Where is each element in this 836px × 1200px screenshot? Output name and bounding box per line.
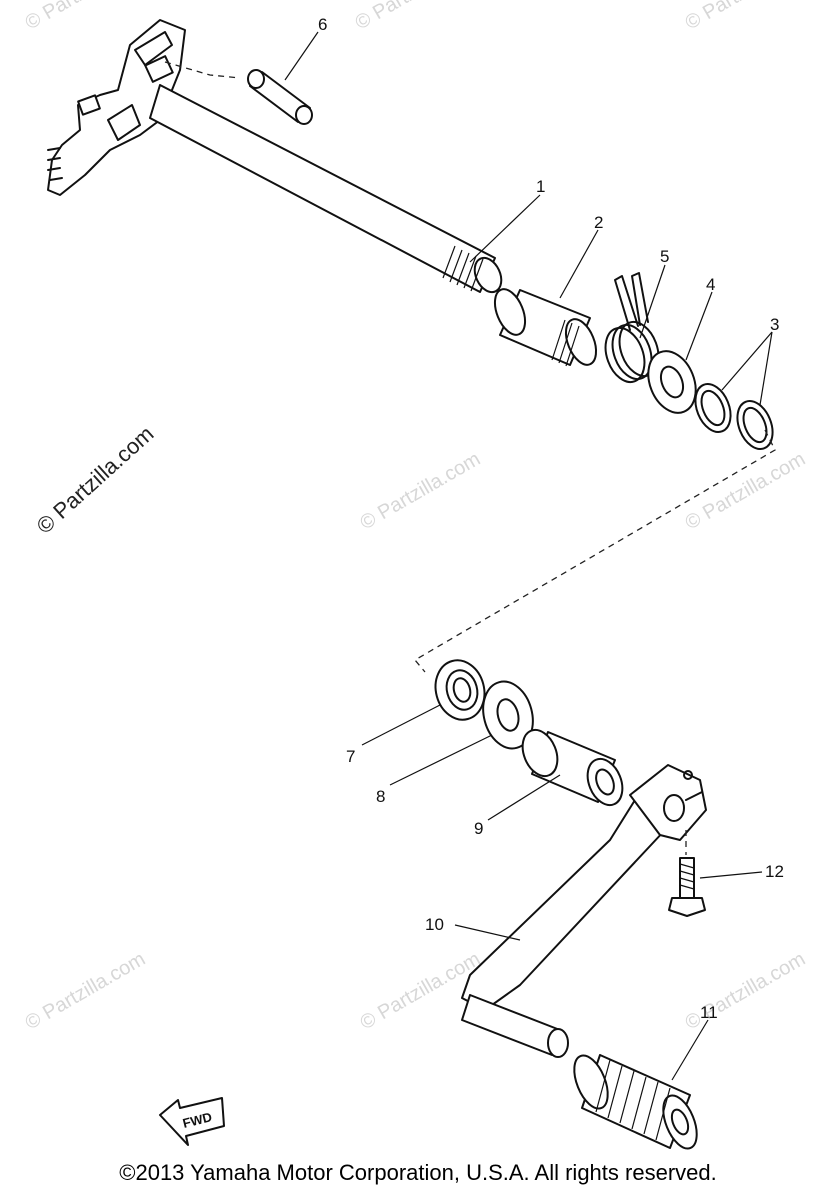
pin-end <box>295 105 313 125</box>
pedal-clamp-bore <box>663 794 685 822</box>
watermark-faint: © Partzilla.com <box>22 0 150 34</box>
shaft-tube <box>149 84 496 293</box>
callout-10: 10 <box>425 915 444 934</box>
leader-line-3b <box>759 331 773 406</box>
fwd-arrow: FWD <box>159 1097 225 1146</box>
watermark-main: © Partzilla.com <box>32 421 159 539</box>
callout-3: 3 <box>770 315 779 334</box>
assembly-line <box>414 429 776 673</box>
collar-bore <box>595 768 615 796</box>
pin <box>164 61 313 125</box>
callout-9: 9 <box>474 819 483 838</box>
washer-lower-inner <box>496 698 520 732</box>
copyright-footer: ©2013 Yamaha Motor Corporation, U.S.A. A… <box>119 1160 717 1185</box>
washer-outer <box>647 350 697 414</box>
collar-front <box>521 728 559 778</box>
pin-alignment-line <box>164 61 241 79</box>
leader-line-7 <box>361 704 441 746</box>
leader-line-12 <box>699 871 763 879</box>
callout-8: 8 <box>376 787 385 806</box>
callout-numbers: 6 1 2 5 4 3 7 8 9 10 12 11 <box>318 15 784 1022</box>
callout-6: 6 <box>318 15 327 34</box>
bushing-back <box>564 318 598 366</box>
callout-11: 11 <box>700 1003 718 1022</box>
washer-lower <box>482 680 534 750</box>
callout-2: 2 <box>594 213 603 232</box>
pin-start <box>247 69 265 89</box>
oil-seal-inner <box>452 677 472 703</box>
rubber-ribs <box>595 1059 671 1141</box>
callout-5: 5 <box>660 247 669 266</box>
circlip-a <box>694 383 732 433</box>
leader-lines <box>284 31 773 1081</box>
watermark-faint: © Partzilla.com <box>357 448 485 534</box>
leader-line-4 <box>685 291 713 361</box>
watermark-faint: © Partzilla.com <box>682 0 810 34</box>
shaft-end <box>473 256 503 294</box>
clamp-bolt <box>668 830 706 917</box>
callout-7: 7 <box>346 747 355 766</box>
callout-4: 4 <box>706 275 715 294</box>
bolt-head <box>668 897 706 917</box>
spring-arms <box>614 272 649 331</box>
shift-arm-window <box>107 104 141 141</box>
leader-line-2 <box>559 229 599 299</box>
pedal-clamp <box>629 764 707 841</box>
washer-inner <box>659 365 685 399</box>
shift-arm-slot <box>134 31 173 66</box>
washer <box>647 350 697 414</box>
watermark-faint: © Partzilla.com <box>352 0 480 34</box>
fwd-label: FWD <box>181 1109 213 1131</box>
shaft-splines <box>442 245 484 292</box>
watermark-faint: © Partzilla.com <box>22 948 150 1034</box>
oil-seal-outer <box>434 659 486 721</box>
rubber-back <box>662 1094 698 1150</box>
watermark-faint: © Partzilla.com <box>682 448 810 534</box>
spring-coil <box>604 326 646 384</box>
pedal-rubber <box>573 1054 698 1150</box>
spring <box>604 272 660 384</box>
leader-line-9 <box>487 774 561 821</box>
pedal-tip-end <box>547 1028 569 1058</box>
bolt-threads <box>679 863 695 890</box>
fwd-arrow-shape <box>159 1097 225 1146</box>
leader-line-6 <box>284 31 319 81</box>
oil-seal-ring <box>445 669 479 711</box>
circlips <box>694 383 774 450</box>
circlip-a-inner <box>700 389 726 427</box>
rubber-bore <box>670 1108 690 1136</box>
pedal-clamp-slit <box>685 791 703 801</box>
spring-coil <box>611 323 653 381</box>
leader-line-3a <box>721 331 773 391</box>
callout-1: 1 <box>536 177 545 196</box>
circlip-b-inner <box>742 406 768 444</box>
leader-line-11 <box>671 1019 709 1081</box>
washer-lower-outer <box>482 680 534 750</box>
shift-pedal <box>461 764 707 1058</box>
oil-seal <box>434 659 486 721</box>
pedal-clamp-bolt-hole <box>683 770 693 780</box>
callout-12: 12 <box>765 862 784 881</box>
collar-back <box>586 757 624 807</box>
bushing-grooves <box>551 319 580 367</box>
rubber-front <box>573 1054 609 1110</box>
leader-line-5 <box>639 264 666 339</box>
pedal-arm <box>461 789 671 1011</box>
leader-line-8 <box>389 734 493 786</box>
pedal-tip-shaft <box>461 994 561 1056</box>
circlip-b <box>736 400 774 450</box>
bushing <box>493 288 598 367</box>
leader-line-1 <box>469 194 541 263</box>
shift-arm-tab <box>77 94 101 116</box>
leader-line-10 <box>454 924 521 941</box>
shift-shaft <box>47 19 503 294</box>
collar <box>521 728 624 807</box>
bushing-front <box>493 288 527 336</box>
shift-arm-teeth <box>47 147 63 181</box>
